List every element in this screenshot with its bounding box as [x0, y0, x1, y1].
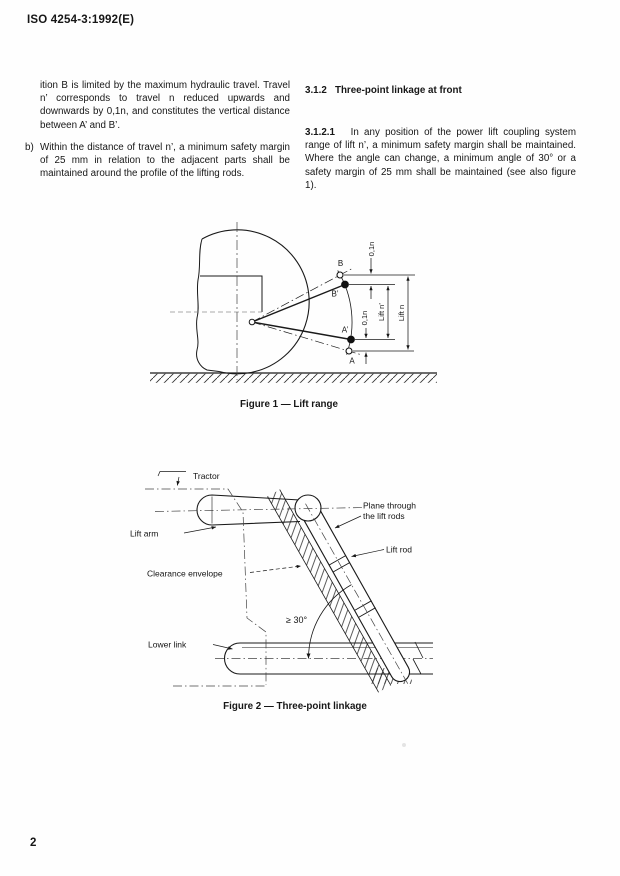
lift-arm-leader	[183, 526, 217, 534]
label-lift-n-prime: Lift n’	[377, 303, 386, 321]
label-dim-lower: 0,1n	[360, 311, 369, 326]
point-B-marker	[336, 271, 344, 279]
tractor-boundary	[145, 488, 267, 685]
clearance-leader	[249, 564, 302, 573]
rod-centerline	[305, 503, 410, 687]
tractor-bracket	[157, 471, 186, 477]
torn-edge	[196, 238, 220, 372]
label-min-angle: ≥ 30°	[286, 615, 307, 625]
ground	[150, 372, 437, 383]
figure2-three-point-linkage-drawing: Tractor Lift arm Clearance envelope Plan…	[130, 471, 433, 693]
figure1-lift-range-drawing: B B’ A’ A 0,1n 0,1n Lift n’ Lift n	[150, 222, 437, 383]
label-point-B-prime: B’	[331, 290, 338, 299]
travel-arc	[337, 270, 353, 355]
label-point-A-prime: A’	[342, 326, 349, 335]
label-lift-rod: Lift rod	[386, 545, 412, 555]
dimension-lines	[344, 258, 415, 364]
lower-link-leader	[212, 644, 233, 650]
scan-speck	[402, 743, 406, 747]
centerlines	[145, 488, 410, 687]
arm-centerline	[154, 507, 366, 512]
list-item-b-text: Within the distance of travel n’, a mini…	[40, 142, 293, 180]
ground-hatching	[150, 373, 437, 383]
lift-rod-shape	[302, 509, 411, 683]
lift-linkage-lines	[251, 267, 363, 356]
document-header: ISO 4254-3:1992(E)	[27, 14, 135, 26]
label-dim-upper: 0,1n	[367, 242, 376, 257]
page-number: 2	[30, 837, 37, 849]
lift-arm-shape	[196, 494, 301, 526]
label-tractor: Tractor	[193, 471, 220, 481]
figure1-caption: Figure 1 — Lift range	[240, 399, 338, 410]
angle-arc	[306, 584, 352, 659]
pivot-point	[248, 318, 256, 326]
list-item-b: b) Within the distance of travel n’, a m…	[25, 141, 291, 181]
clause-heading: 3.1.2 Three-point linkage at front	[305, 85, 462, 96]
leader-lines	[157, 471, 385, 650]
label-plane-line1: Plane through	[363, 501, 416, 511]
body-notch	[200, 275, 263, 312]
label-lift-n: Lift n	[397, 305, 406, 321]
label-plane-line2: the lift rods	[363, 511, 405, 521]
figure2-caption: Figure 2 — Three-point linkage	[223, 701, 367, 712]
link-break-marks	[412, 641, 424, 675]
point-A-prime-marker	[347, 335, 355, 344]
point-A-marker	[345, 347, 353, 355]
lift-points	[336, 271, 355, 355]
plane-leader	[334, 515, 362, 529]
lift-rod-leader	[351, 549, 385, 558]
label-lift-arm: Lift arm	[130, 529, 158, 539]
label-point-A: A	[349, 357, 355, 366]
label-clearance-envelope: Clearance envelope	[147, 569, 223, 579]
paragraph-a-continuation: ition B is limited by the maximum hydrau…	[40, 80, 293, 131]
tractor-wheel	[170, 222, 310, 380]
clause-number: 3.1.2.1	[305, 127, 335, 138]
label-lower-link: Lower link	[148, 640, 187, 650]
clause-paragraph: 3.1.2.1 In any position of the power lif…	[305, 126, 576, 192]
label-point-B: B	[338, 259, 343, 268]
clause-text: In any position of the power lift coupli…	[305, 127, 579, 191]
list-item-b-marker: b)	[25, 142, 34, 153]
point-B-prime-marker	[341, 280, 349, 289]
